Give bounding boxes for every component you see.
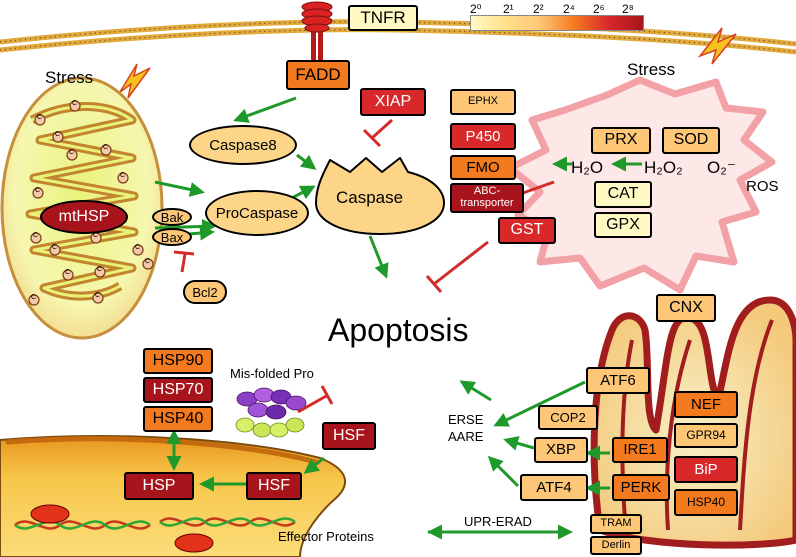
mthsp-node: mtHSP bbox=[40, 200, 128, 234]
procaspase-node: ProCaspase bbox=[205, 190, 309, 236]
upr-erad-label: UPR-ERAD bbox=[464, 514, 532, 529]
nef-box: NEF bbox=[674, 391, 738, 418]
aare-label: AARE bbox=[448, 429, 484, 444]
cyt-c-marker: C bbox=[37, 114, 43, 121]
bcl2-node: Bcl2 bbox=[183, 280, 227, 304]
stress-label-right: Stress bbox=[627, 60, 676, 79]
cyt-c-marker: C bbox=[65, 269, 71, 276]
cyt-c-marker: C bbox=[35, 187, 41, 194]
atf6-box: ATF6 bbox=[586, 367, 650, 394]
cyt-c-marker: C bbox=[52, 244, 58, 251]
derlin-box: Derlin bbox=[590, 536, 642, 555]
fadd-box: FADD bbox=[286, 60, 350, 90]
h2o-label: H₂O bbox=[571, 158, 604, 177]
ire1-box: IRE1 bbox=[612, 437, 668, 463]
superoxide-label: O₂⁻ bbox=[707, 158, 736, 177]
hsp-box: HSP bbox=[124, 472, 194, 500]
hsp70-box: HSP70 bbox=[143, 377, 213, 403]
cyt-c-marker: C bbox=[55, 131, 61, 138]
cop2-box: COP2 bbox=[538, 405, 598, 430]
cyt-c-marker: C bbox=[93, 232, 99, 239]
cyt-c-marker: C bbox=[103, 144, 109, 151]
h2o2-label: H₂O₂ bbox=[644, 158, 683, 177]
gst-box: GST bbox=[498, 217, 556, 244]
fmo-box: FMO bbox=[450, 155, 516, 180]
atf4-box: ATF4 bbox=[520, 474, 588, 501]
dna-binding-protein bbox=[174, 533, 214, 553]
cyt-c-marker: C bbox=[95, 292, 101, 299]
dna-binding-protein bbox=[30, 504, 70, 524]
xiap-box: XIAP bbox=[360, 88, 426, 116]
stress-label-left: Stress bbox=[45, 68, 94, 87]
dna-strands bbox=[14, 517, 296, 530]
tram-box: TRAM bbox=[590, 514, 642, 534]
gpr94-box: GPR94 bbox=[674, 423, 738, 448]
bip-box: BiP bbox=[674, 456, 738, 483]
cyt-c-marker: C bbox=[72, 100, 78, 107]
legend-label: 2⁸ bbox=[622, 2, 634, 16]
hsp90-box: HSP90 bbox=[143, 348, 213, 374]
cyt-c-marker: C bbox=[33, 232, 39, 239]
inhibition-arrows bbox=[173, 118, 555, 414]
bax-node: Bax bbox=[152, 228, 192, 246]
tnfr-label: TNFR bbox=[348, 5, 418, 31]
bak-node: Bak bbox=[152, 208, 192, 226]
cyt-c-marker: C bbox=[97, 266, 103, 273]
legend-label: 2⁰ bbox=[470, 2, 482, 16]
perk-box: PERK bbox=[612, 474, 670, 501]
misfolded-protein-cluster bbox=[235, 387, 307, 438]
tnfr-receptor bbox=[301, 1, 333, 64]
hsf-free-box: HSF bbox=[322, 422, 376, 450]
cytochrome-c-markers bbox=[28, 100, 154, 306]
hsf-box: HSF bbox=[246, 472, 302, 500]
ros-label: ROS bbox=[746, 178, 779, 195]
caspase8-node: Caspase8 bbox=[189, 125, 297, 165]
apoptosis-label: Apoptosis bbox=[328, 312, 469, 348]
er-hsp40-box: HSP40 bbox=[674, 489, 738, 516]
cyt-c-marker: C bbox=[135, 244, 141, 251]
cyt-c-marker: C bbox=[31, 294, 37, 301]
cat-box: CAT bbox=[594, 181, 652, 208]
xbp-box: XBP bbox=[534, 437, 588, 463]
erse-label: ERSE bbox=[448, 412, 484, 427]
prx-box: PRX bbox=[591, 127, 651, 154]
cnx-box: CNX bbox=[656, 294, 716, 322]
sod-box: SOD bbox=[662, 127, 720, 154]
legend-label: 2² bbox=[533, 2, 544, 16]
lightning-icon-right bbox=[697, 27, 737, 65]
ephx-box: EPHX bbox=[450, 89, 516, 115]
legend-label: 2⁴ bbox=[563, 2, 575, 16]
caspase-shape bbox=[315, 157, 445, 235]
legend-label: 2¹ bbox=[503, 2, 514, 16]
legend-color-bar bbox=[470, 15, 644, 31]
misfolded-protein-label: Mis-folded Pro bbox=[230, 366, 314, 381]
abc-transporter-box: ABC-transporter bbox=[450, 183, 524, 213]
gpx-box: GPX bbox=[594, 212, 652, 238]
cyt-c-marker: C bbox=[120, 172, 126, 179]
activation-arrows bbox=[154, 96, 642, 540]
p450-box: P450 bbox=[450, 123, 516, 150]
lightning-icon-left bbox=[119, 63, 151, 99]
caspase-label: Caspase bbox=[336, 188, 404, 207]
effector-proteins-label: Effector Proteins bbox=[278, 529, 374, 544]
cyt-c-marker: C bbox=[69, 149, 75, 156]
legend-label: 2⁶ bbox=[593, 2, 605, 16]
cyt-c-marker: C bbox=[145, 258, 151, 265]
hsp40-box: HSP40 bbox=[143, 406, 213, 432]
